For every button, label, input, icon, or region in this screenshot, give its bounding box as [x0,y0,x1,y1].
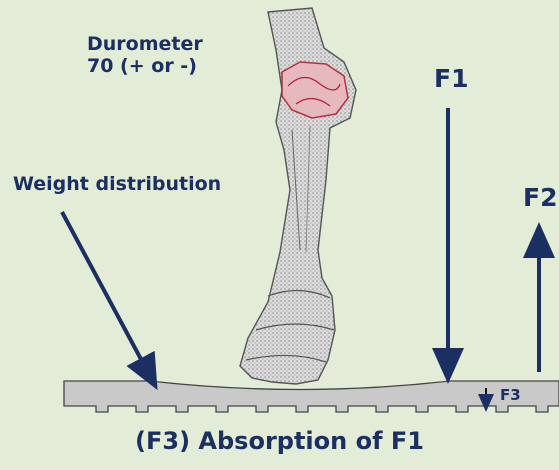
durometer-line1: Durometer [87,34,203,56]
f2-label: F2 [523,184,557,213]
caption: (F3) Absorption of F1 [0,428,559,456]
shock-pad [64,381,559,412]
weight-distribution-arrow [62,212,150,376]
durometer-label: Durometer 70 (+ or -) [87,34,203,78]
weight-distribution-label: Weight distribution [13,174,221,196]
f1-label: F1 [434,65,468,94]
f3-label: F3 [500,387,521,404]
horse-leg-illustration [240,8,356,384]
durometer-line2: 70 (+ or -) [87,56,203,78]
